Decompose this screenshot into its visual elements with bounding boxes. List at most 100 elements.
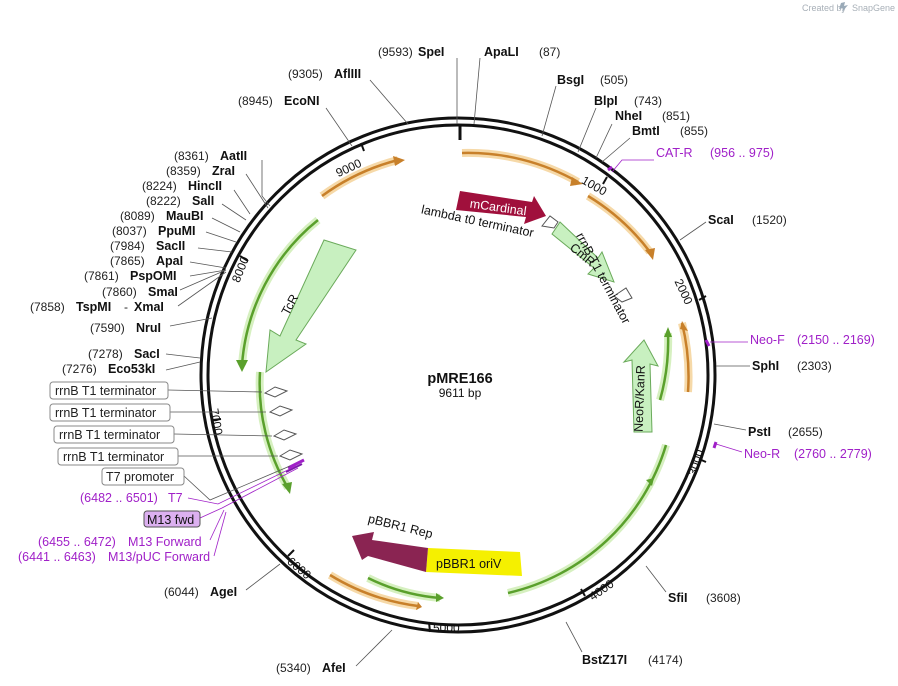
top-leaders	[325, 57, 631, 163]
neo-f-mark	[704, 339, 711, 347]
tick-label-5000: 5000	[433, 621, 460, 635]
site-pos-sphi: (2303)	[797, 359, 832, 373]
site-pos-afei: (5340)	[276, 661, 311, 675]
site-name-apali[interactable]: ApaLI	[484, 45, 519, 59]
site-name-ppumi[interactable]: PpuMI	[158, 224, 196, 238]
site-name-econi[interactable]: EcoNI	[284, 94, 319, 108]
site-pos-bmti: (855)	[680, 124, 708, 138]
site-name-blpi[interactable]: BlpI	[594, 94, 618, 108]
site-name-pspomi[interactable]: PspOMI	[130, 269, 177, 283]
site-name-scai[interactable]: ScaI	[708, 213, 734, 227]
site-name-zrai[interactable]: ZraI	[212, 164, 235, 178]
cmr-feature[interactable]	[551, 221, 615, 283]
primer-range-neo-f: (2150 .. 2169)	[797, 333, 875, 347]
tick-label-7000: 7000	[207, 407, 225, 436]
t7-promoter-box[interactable]: T7 promoter	[101, 467, 185, 486]
m13-fwd-label: M13 fwd	[147, 513, 194, 527]
site-name-psti[interactable]: PstI	[748, 425, 771, 439]
cat-r-leader	[611, 159, 654, 173]
primer-name-m13-forward[interactable]: M13 Forward	[128, 535, 202, 549]
terminator-box-label: rrnB T1 terminator	[55, 384, 156, 398]
mcardinal-feature[interactable]	[456, 191, 546, 224]
tick-label-3000: 3000	[685, 447, 707, 477]
site-pos-saci: (7278)	[88, 347, 123, 361]
primer-range-neo-r: (2760 .. 2779)	[794, 447, 872, 461]
site-name-tspmi[interactable]: TspMI	[76, 300, 111, 314]
site-name-sphi[interactable]: SphI	[752, 359, 779, 373]
site-name-eco53ki[interactable]: Eco53kI	[108, 362, 155, 376]
site-name-nhei[interactable]: NheI	[615, 109, 642, 123]
site-pos-tspmi: (7858)	[30, 300, 65, 314]
plasmid-name: pMRE166	[427, 371, 492, 387]
m13-fwd-box[interactable]: M13 fwd	[143, 510, 201, 528]
orf-arcs	[319, 148, 693, 610]
site-name-bmti[interactable]: BmtI	[632, 124, 660, 138]
site-pos-agei: (6044)	[164, 585, 199, 599]
site-name-apai[interactable]: ApaI	[156, 254, 183, 268]
left-terminator-icons	[263, 386, 305, 473]
primer-range-t7: (6482 .. 6501)	[80, 491, 158, 505]
primer-name-m13-puc-forward[interactable]: M13/pUC Forward	[108, 550, 210, 564]
tick-marks	[212, 142, 707, 633]
pbbr1-rep-label: pBBR1 Rep	[367, 512, 434, 542]
terminator-box-3[interactable]: rrnB T1 terminator	[53, 425, 175, 444]
site-pos-econi: (8945)	[238, 94, 273, 108]
terminator-box-2[interactable]: rrnB T1 terminator	[49, 403, 171, 422]
site-name-spei[interactable]: SpeI	[418, 45, 444, 59]
site-pos-bsgi: (505)	[600, 73, 628, 87]
backbone-outer	[199, 116, 717, 634]
t7-promoter-label: T7 promoter	[106, 470, 174, 484]
rrnb-terminator-icon	[613, 287, 633, 303]
snapgene-brand: SnapGene	[852, 3, 895, 13]
site-name-smai[interactable]: SmaI	[148, 285, 178, 299]
site-pos-bstz17i: (4174)	[648, 653, 683, 667]
terminator-box-label: rrnB T1 terminator	[59, 428, 160, 442]
site-name-hincii[interactable]: HincII	[188, 179, 222, 193]
neor-kanr-feature[interactable]	[622, 339, 659, 433]
tcr-feature[interactable]	[265, 239, 357, 374]
primer-range-m13-forward: (6455 .. 6472)	[38, 535, 116, 549]
oriv-feature[interactable]	[426, 548, 522, 576]
lambda-terminator-icon	[541, 215, 559, 229]
primer-name-neo-r[interactable]: Neo-R	[744, 447, 780, 461]
primer-name-cat-r[interactable]: CAT-R	[656, 146, 693, 160]
bstz17i-leader	[565, 621, 583, 653]
site-pos-smai: (7860)	[102, 285, 137, 299]
site-pos-blpi: (743)	[634, 94, 662, 108]
rrnb-terminator-label: rrnB T1 terminator	[573, 230, 633, 326]
site-pos-zrai: (8359)	[166, 164, 201, 178]
site-pos-ppumi: (8037)	[112, 224, 147, 238]
left-leaders	[165, 160, 393, 667]
site-name-sacii[interactable]: SacII	[156, 239, 185, 253]
site-pos-apali: (87)	[539, 45, 560, 59]
psti-leader	[713, 423, 747, 431]
site-name-aatii[interactable]: AatII	[220, 149, 247, 163]
terminator-box-4[interactable]: rrnB T1 terminator	[57, 447, 179, 466]
site-pos-afliii: (9305)	[288, 67, 323, 81]
site-name-bstz17i[interactable]: BstZ17I	[582, 653, 627, 667]
site-name-agei[interactable]: AgeI	[210, 585, 237, 599]
primer-name-t7[interactable]: T7	[168, 491, 183, 505]
site-name-afei[interactable]: AfeI	[322, 661, 346, 675]
site-pos-spei: (9593)	[378, 45, 413, 59]
terminator-box-1[interactable]: rrnB T1 terminator	[49, 381, 169, 400]
pbbr1-rep-feature[interactable]	[352, 532, 428, 572]
terminator-box-label: rrnB T1 terminator	[63, 450, 164, 464]
site-pos-apai: (7865)	[110, 254, 145, 268]
site-pos-sali: (8222)	[146, 194, 181, 208]
site-name-bsgi[interactable]: BsgI	[557, 73, 584, 87]
site-name-saci[interactable]: SacI	[134, 347, 160, 361]
site-name-nrui[interactable]: NruI	[136, 321, 161, 335]
site-pos-scai: (1520)	[752, 213, 787, 227]
site-sep-tspmi: -	[124, 300, 128, 314]
primer-name-neo-f[interactable]: Neo-F	[750, 333, 785, 347]
site-name-xmai[interactable]: XmaI	[134, 300, 164, 314]
site-pos-sacii: (7984)	[110, 239, 145, 253]
site-name-sali[interactable]: SalI	[192, 194, 214, 208]
site-name-maubi[interactable]: MauBI	[166, 209, 204, 223]
site-name-sfii[interactable]: SfiI	[668, 591, 687, 605]
neo-r-leader	[715, 443, 743, 453]
neo-r-mark	[712, 441, 718, 449]
site-name-afliii[interactable]: AflIII	[334, 67, 361, 81]
